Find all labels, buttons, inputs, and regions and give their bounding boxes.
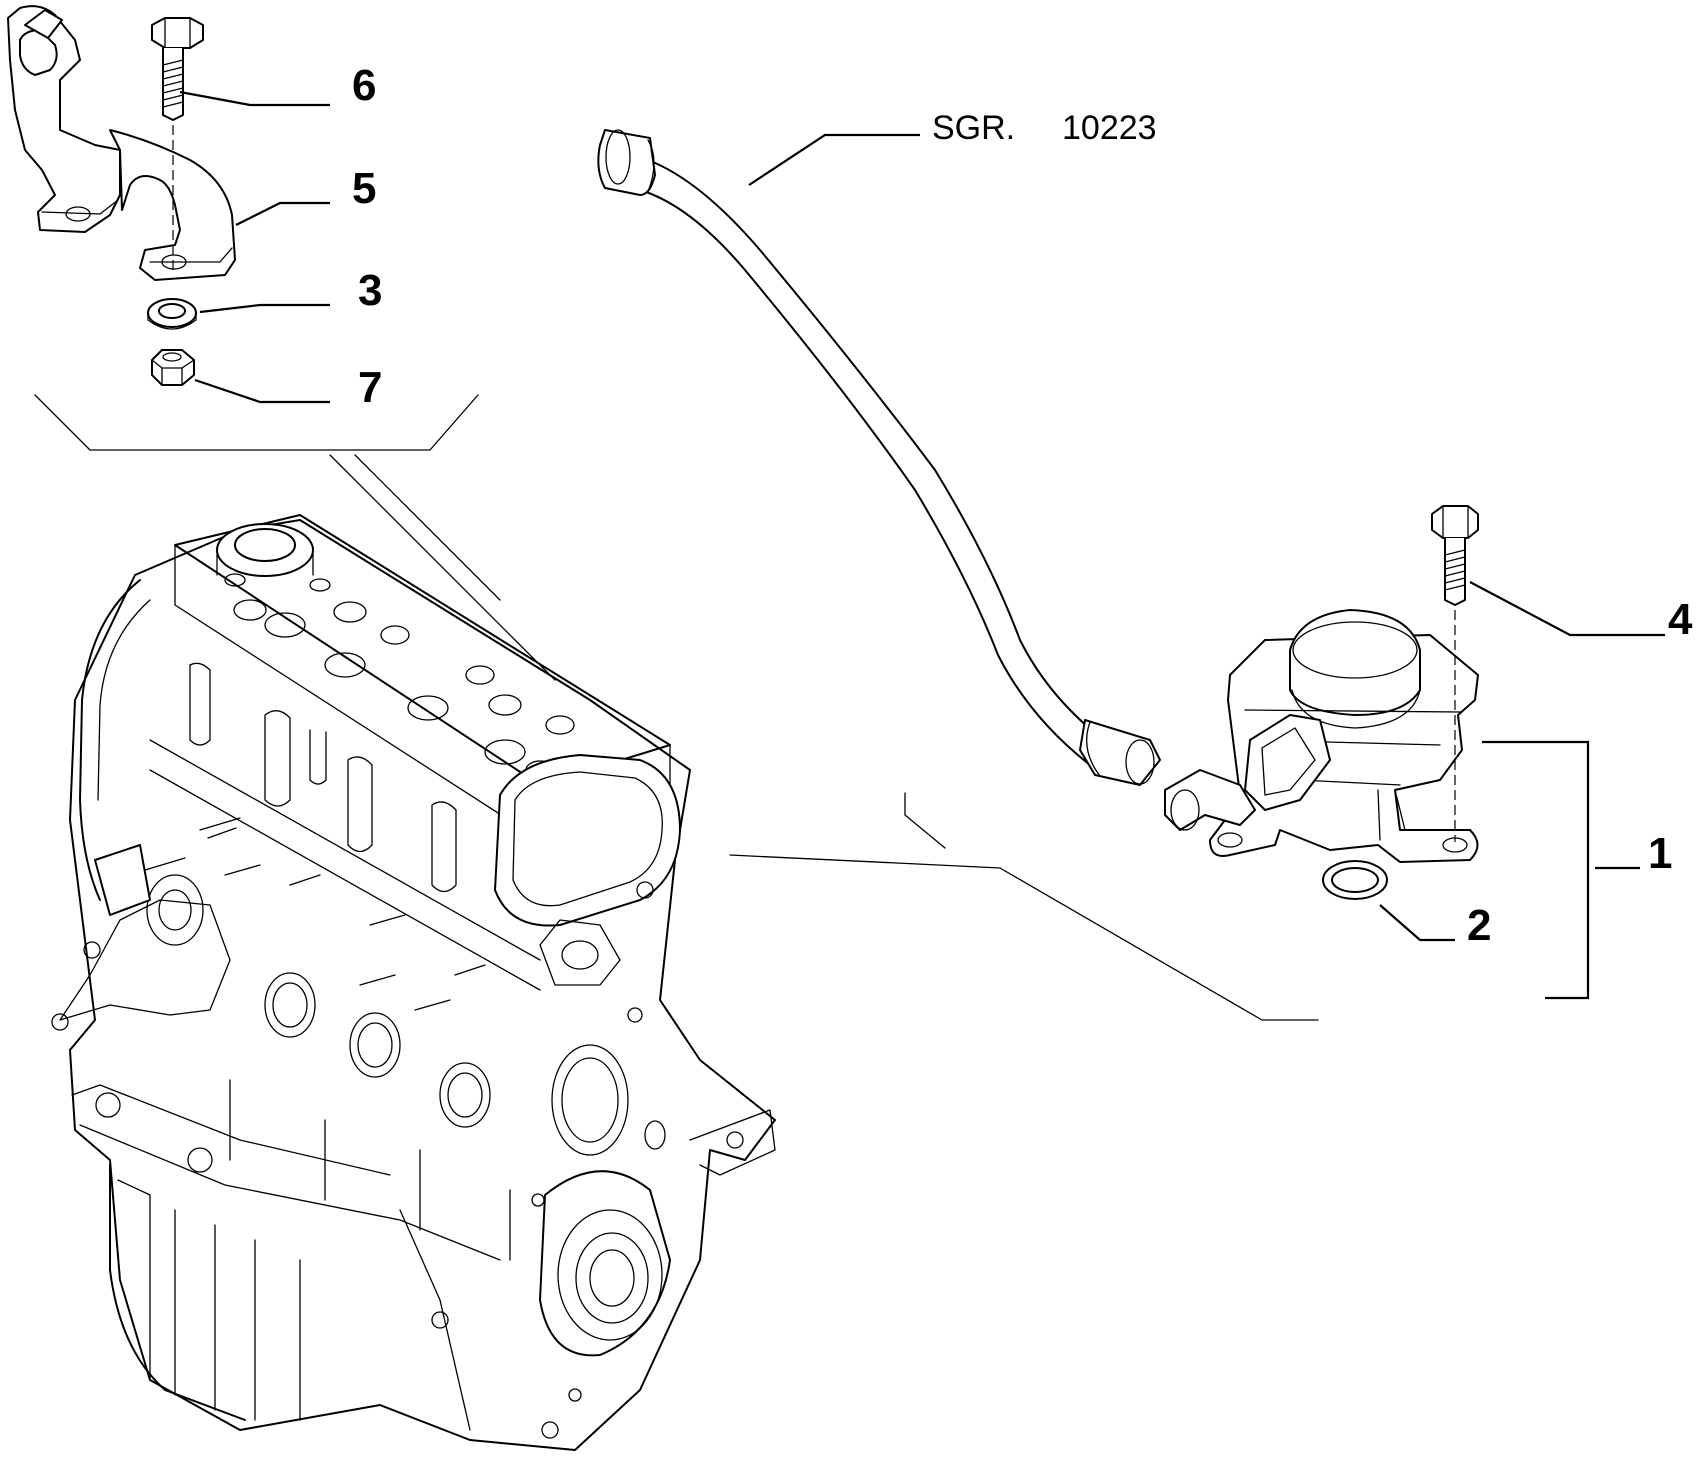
- bracket-icon: [7, 5, 236, 281]
- breather-hose-icon: [597, 129, 1161, 786]
- washer-icon: [147, 298, 197, 330]
- leader-lines: [179, 90, 1665, 1000]
- callout-2: 2: [1467, 901, 1491, 950]
- callout-1: 1: [1648, 829, 1672, 878]
- callout-4: 4: [1668, 595, 1693, 644]
- reference-lines: [34, 394, 1319, 1021]
- seal-ring-icon: [1322, 860, 1388, 900]
- reference-code: 10223: [1062, 109, 1157, 147]
- nut-icon: [151, 349, 195, 386]
- callout-7: 7: [358, 363, 382, 412]
- engine-block-icon: [51, 514, 776, 1451]
- reference-prefix: SGR.: [932, 109, 1015, 147]
- bolt-icon: [151, 17, 204, 121]
- callout-5: 5: [352, 164, 376, 213]
- bolt-icon: [1431, 505, 1479, 606]
- oil-vapour-separator-icon: [1164, 609, 1479, 863]
- callout-6: 6: [352, 61, 376, 110]
- callout-3: 3: [358, 266, 382, 315]
